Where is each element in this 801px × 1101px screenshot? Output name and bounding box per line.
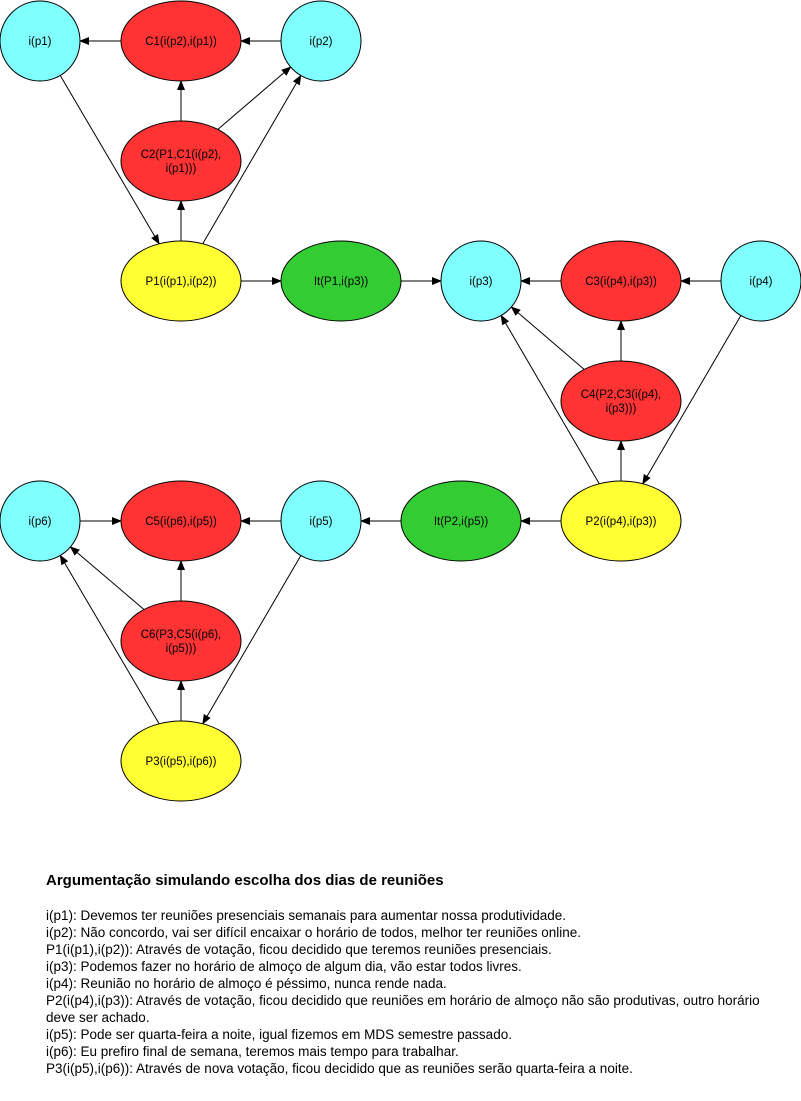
node-c6-label: C6(P3,C5(i(p6), [141, 629, 222, 641]
node-c5-label: C5(i(p6),i(p5)) [145, 516, 217, 528]
node-c6: C6(P3,C5(i(p6), i(p5))) [120, 600, 242, 682]
node-ip4-shape [720, 240, 801, 322]
edge-p1-to-ip2 [202, 74, 302, 244]
node-c2-label: C2(P1,C1(i(p2), [141, 149, 222, 161]
node-c2: C2(P1,C1(i(p2), i(p1))) [120, 120, 242, 202]
node-ip5-label: i(p5) [309, 516, 332, 528]
node-c4-label: C4(P2,C3(i(p4), [581, 389, 662, 401]
node-c1-shape [120, 0, 242, 82]
node-it2: It(P2,i(p5)) [400, 480, 522, 562]
edge-ip1-to-p1 [59, 75, 160, 245]
caption-line: i(p6): Eu prefiro final de semana, terem… [46, 1044, 459, 1059]
node-c4-label: i(p3))) [606, 403, 637, 415]
caption-line: i(p1): Devemos ter reuniões presenciais … [46, 908, 567, 923]
caption-line: P2(i(p4),i(p3)): Através de votação, fic… [46, 993, 760, 1025]
node-c5: C5(i(p6),i(p5)) [120, 480, 242, 562]
edge-ip5-to-p3 [202, 555, 302, 725]
edges [59, 37, 742, 725]
node-p2-shape [560, 480, 682, 562]
edge-c2-to-ip2 [217, 66, 292, 130]
node-ip1-shape [0, 0, 81, 82]
node-p3-shape [120, 720, 242, 802]
node-ip3-label: i(p3) [469, 276, 492, 288]
edge-c6-to-ip6 [69, 546, 145, 610]
node-c6-shape [120, 600, 242, 682]
node-ip2: i(p2) [280, 0, 362, 82]
edge-c4-to-ip3 [510, 306, 585, 370]
node-p1-label: P1(i(p1),i(p2)) [146, 276, 217, 288]
node-c2-shape [120, 120, 242, 202]
edge-p2-to-ip3 [500, 314, 600, 484]
node-it1-label: It(P1,i(p3)) [314, 276, 368, 288]
node-c6-label: i(p5))) [166, 643, 197, 655]
caption-title: Argumentação simulando escolha dos dias … [46, 872, 444, 889]
node-p3: P3(i(p5),i(p6)) [120, 720, 242, 802]
node-it2-shape [400, 480, 522, 562]
node-p1-shape [120, 240, 242, 322]
node-c4-shape [560, 360, 682, 442]
node-c1-label: C1(i(p2),i(p1)) [145, 36, 217, 48]
caption-lines: i(p1): Devemos ter reuniões presenciais … [46, 907, 786, 1077]
node-it1-shape [280, 240, 402, 322]
node-ip5-shape [280, 480, 362, 562]
node-ip5: i(p5) [280, 480, 362, 562]
caption: Argumentação simulando escolha dos dias … [46, 872, 786, 1077]
node-ip2-label: i(p2) [309, 36, 332, 48]
node-ip3: i(p3) [440, 240, 522, 322]
node-it1: It(P1,i(p3)) [280, 240, 402, 322]
node-c1: C1(i(p2),i(p1)) [120, 0, 242, 82]
node-c3-shape [560, 240, 682, 322]
node-c3-label: C3(i(p4),i(p3)) [585, 276, 657, 288]
caption-line: i(p4): Reunião no horário de almoço é pé… [46, 976, 447, 991]
node-c2-label: i(p1))) [166, 163, 197, 175]
caption-line: i(p2): Não concordo, vai ser difícil enc… [46, 925, 582, 940]
nodes: i(p1) C1(i(p2),i(p1)) i(p2) C2(P1,C1(i(p2),… [0, 0, 801, 802]
node-p2: P2(i(p4),i(p3)) [560, 480, 682, 562]
node-p2-label: P2(i(p4),i(p3)) [586, 516, 657, 528]
node-c3: C3(i(p4),i(p3)) [560, 240, 682, 322]
node-p3-label: P3(i(p5),i(p6)) [146, 756, 217, 768]
caption-line: P3(i(p5),i(p6)): Através de nova votação… [46, 1061, 633, 1076]
argument-graph: i(p1) C1(i(p2),i(p1)) i(p2) C2(P1,C1(i(p2),… [0, 0, 801, 802]
node-ip6-shape [0, 480, 81, 562]
edge-ip4-to-p2 [642, 315, 742, 485]
caption-line: i(p5): Pode ser quarta-feira a noite, ig… [46, 1027, 512, 1042]
node-it2-label: It(P2,i(p5)) [434, 516, 488, 528]
node-c5-shape [120, 480, 242, 562]
node-ip1-label: i(p1) [28, 36, 51, 48]
node-ip6: i(p6) [0, 480, 81, 562]
node-ip2-shape [280, 0, 362, 82]
caption-line: i(p3): Podemos fazer no horário de almoç… [46, 959, 522, 974]
node-ip3-shape [440, 240, 522, 322]
caption-line: P1(i(p1),i(p2)): Através de votação, fic… [46, 942, 552, 957]
node-ip6-label: i(p6) [28, 516, 51, 528]
node-c4: C4(P2,C3(i(p4), i(p3))) [560, 360, 682, 442]
node-ip1: i(p1) [0, 0, 81, 82]
node-ip4-label: i(p4) [749, 276, 772, 288]
node-p1: P1(i(p1),i(p2)) [120, 240, 242, 322]
node-ip4: i(p4) [720, 240, 801, 322]
edge-p3-to-ip6 [59, 554, 160, 725]
